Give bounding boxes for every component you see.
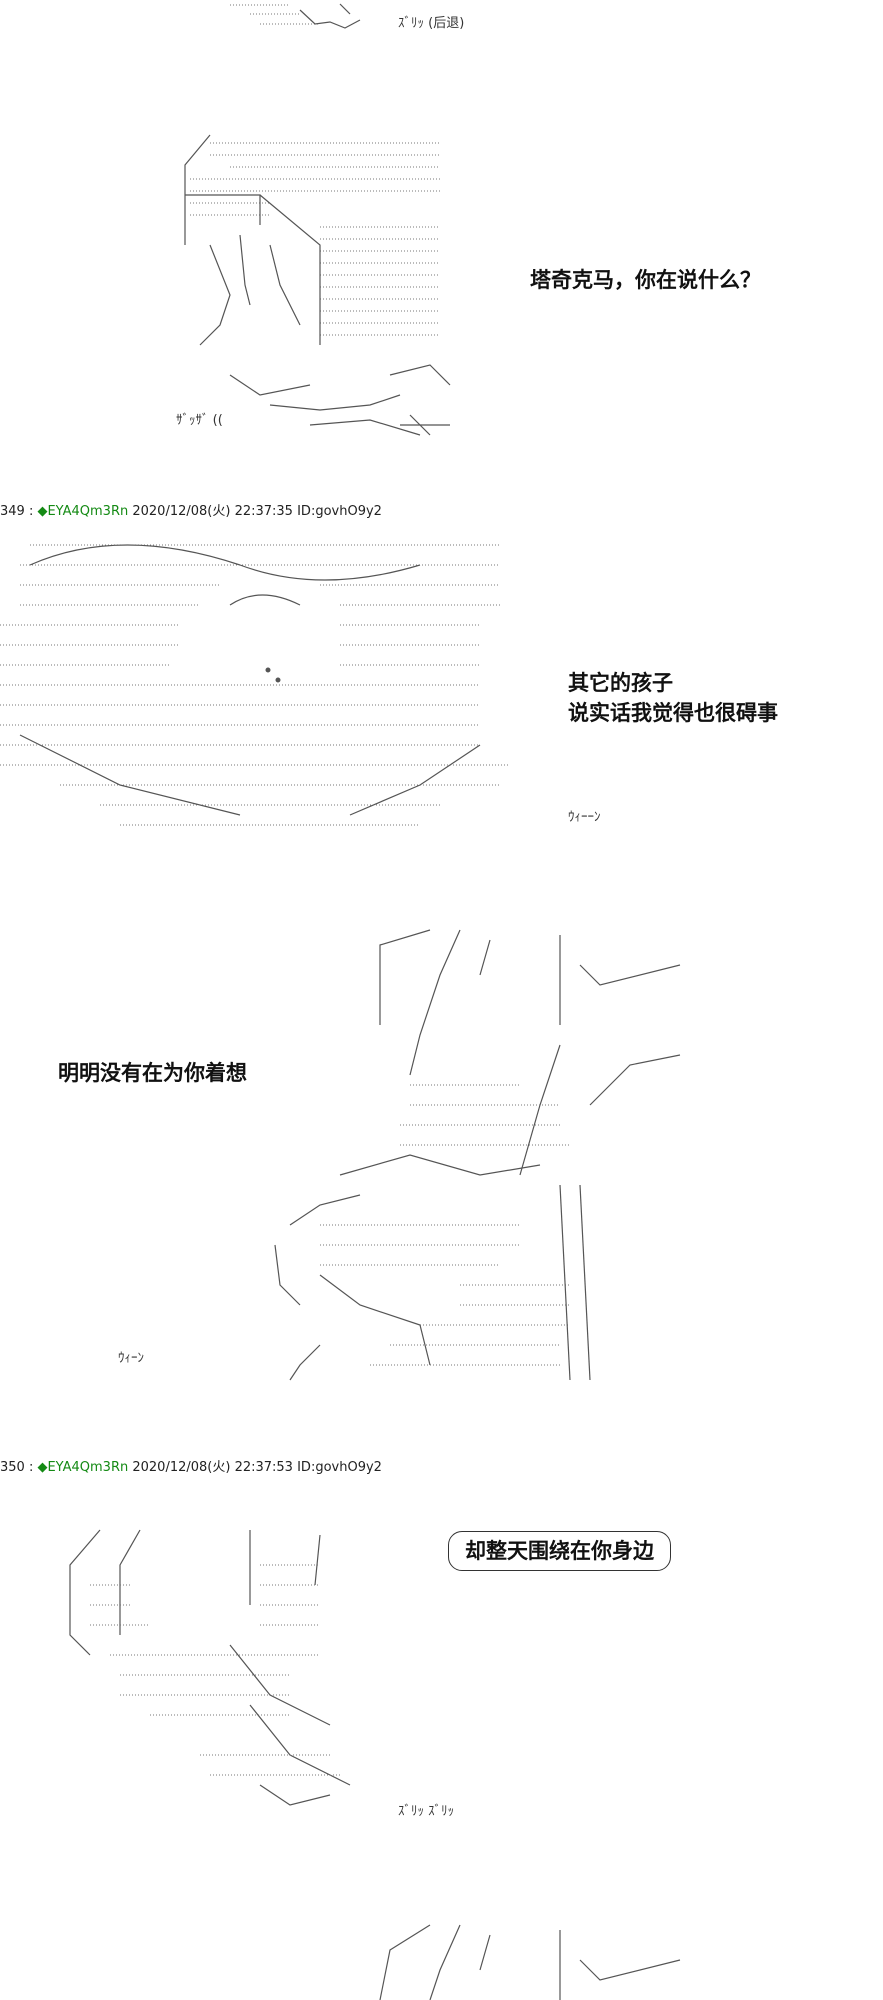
sound-effect: ｻﾞｯｻﾞ (( [176, 413, 223, 428]
post-number: 350 : [0, 1460, 34, 1475]
speech-text: 明明没有在为你着想 [58, 1061, 247, 1085]
poster-trip[interactable]: ◆EYA4Qm3Rn [37, 504, 129, 519]
post-id: ID:govhO9y2 [297, 1460, 382, 1475]
sound-effect: ｳｨｰｰﾝ [568, 810, 601, 825]
speech-line: 其它的孩子 [568, 671, 673, 695]
ascii-art-tachikoma-face [184, 134, 451, 436]
ascii-art-tachikoma-close-up [0, 544, 510, 826]
poster-trip[interactable]: ◆EYA4Qm3Rn [37, 1460, 129, 1475]
speech-text: 其它的孩子 说实话我觉得也很碍事 [568, 668, 778, 728]
ascii-art-tachikoma-leg [69, 1529, 351, 1806]
ascii-art-fragment-bottom [379, 1924, 681, 2000]
speech-text: 塔奇克马，你在说什么？ [530, 268, 761, 292]
post-datetime: 2020/12/08(火) 22:37:35 [132, 504, 293, 519]
post-header: 349 : ◆EYA4Qm3Rn 2020/12/08(火) 22:37:35 … [0, 500, 382, 519]
sound-effect: ｳｨｰﾝ [118, 1351, 144, 1366]
post-id: ID:govhO9y2 [297, 504, 382, 519]
speech-bubble: 却整天围绕在你身边 [448, 1531, 671, 1571]
post-number: 349 : [0, 504, 34, 519]
post-header: 350 : ◆EYA4Qm3Rn 2020/12/08(火) 22:37:53 … [0, 1456, 382, 1475]
post-datetime: 2020/12/08(火) 22:37:53 [132, 1460, 293, 1475]
sound-effect: ｽﾞﾘｯ ｽﾞﾘｯ [398, 1804, 455, 1819]
speech-line: 说实话我觉得也很碍事 [568, 701, 778, 725]
ascii-art-fragment-top [230, 3, 361, 29]
ascii-art-tachikoma-arm [274, 929, 681, 1381]
sound-effect: ｽﾞﾘｯ (后退) [398, 16, 465, 31]
